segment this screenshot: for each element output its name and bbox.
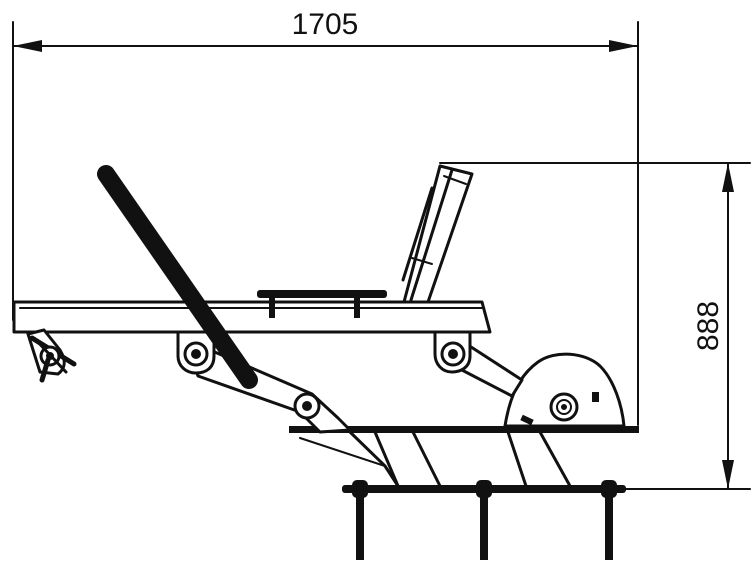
height-dimension: 888 xyxy=(439,162,751,490)
width-label: 1705 xyxy=(292,8,359,41)
height-arrow-top xyxy=(722,163,734,192)
front-linkage xyxy=(176,330,352,434)
anchor-bolt-right xyxy=(601,480,617,560)
height-arrow-bottom xyxy=(722,460,734,489)
pull-handle xyxy=(97,165,258,389)
bed-frame xyxy=(12,300,492,334)
platform-bar xyxy=(289,426,639,433)
pedestal-truss xyxy=(299,430,572,488)
width-arrow-left xyxy=(13,40,42,52)
backrest xyxy=(401,164,474,304)
anchor-bolt-middle xyxy=(476,480,492,560)
housing-pivot-inner xyxy=(556,399,572,415)
rear-housing xyxy=(503,352,626,428)
width-dimension: 1705 xyxy=(12,8,639,426)
anchor-bolt-left xyxy=(352,480,368,560)
seat-cushion xyxy=(257,290,387,318)
caster-wheel xyxy=(26,328,77,383)
height-label: 888 xyxy=(692,301,725,351)
platform-plate xyxy=(289,426,639,433)
rear-linkage xyxy=(433,330,524,398)
base-frame xyxy=(342,480,626,560)
width-arrow-right xyxy=(609,40,638,52)
